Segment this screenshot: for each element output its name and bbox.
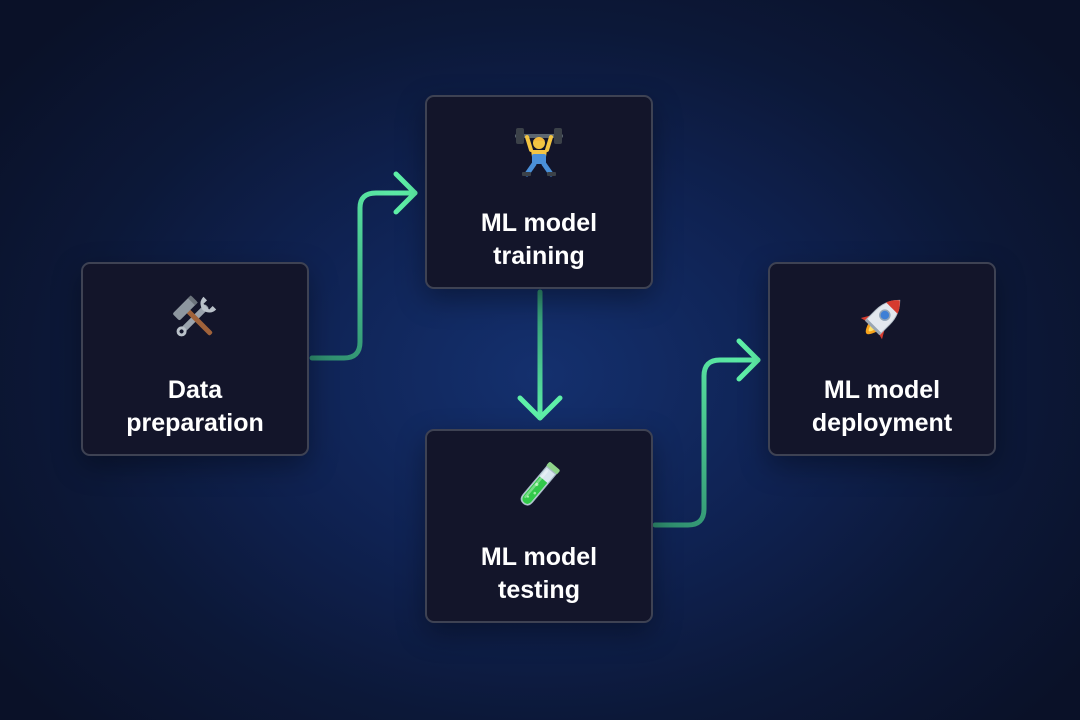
step-label-line: ML model	[823, 376, 941, 404]
test-tube-icon	[511, 457, 567, 513]
step-label-line: training	[493, 242, 585, 270]
step-card-ml-model-deployment: ML model deployment	[768, 262, 996, 456]
step-label-ml-model-deployment: ML model deployment	[782, 374, 982, 440]
step-card-data-preparation: Data preparation	[81, 262, 309, 456]
hammer-and-wrench-icon	[167, 290, 223, 346]
arrowhead-data-to-training	[393, 171, 418, 215]
step-label-ml-model-training: ML model training	[439, 207, 639, 273]
weight-lifter-icon	[511, 123, 567, 179]
step-label-line: deployment	[811, 409, 953, 437]
step-label-data-preparation: Data preparation	[95, 374, 295, 440]
rocket-icon	[854, 290, 910, 346]
arrowhead-testing-to-deployment	[736, 338, 761, 382]
step-label-line: preparation	[126, 409, 264, 437]
step-card-ml-model-testing: ML model testing	[425, 429, 653, 623]
arrow-data-to-training	[309, 190, 418, 361]
arrowhead-training-to-testing	[517, 395, 563, 421]
step-card-ml-model-training: ML model training	[425, 95, 653, 289]
step-label-line: testing	[498, 576, 580, 604]
step-label-ml-model-testing: ML model testing	[439, 541, 639, 607]
step-label-line: ML model	[480, 209, 598, 237]
arrow-testing-to-deployment	[652, 357, 761, 528]
step-label-line: ML model	[480, 543, 598, 571]
step-label-line: Data	[167, 376, 223, 404]
